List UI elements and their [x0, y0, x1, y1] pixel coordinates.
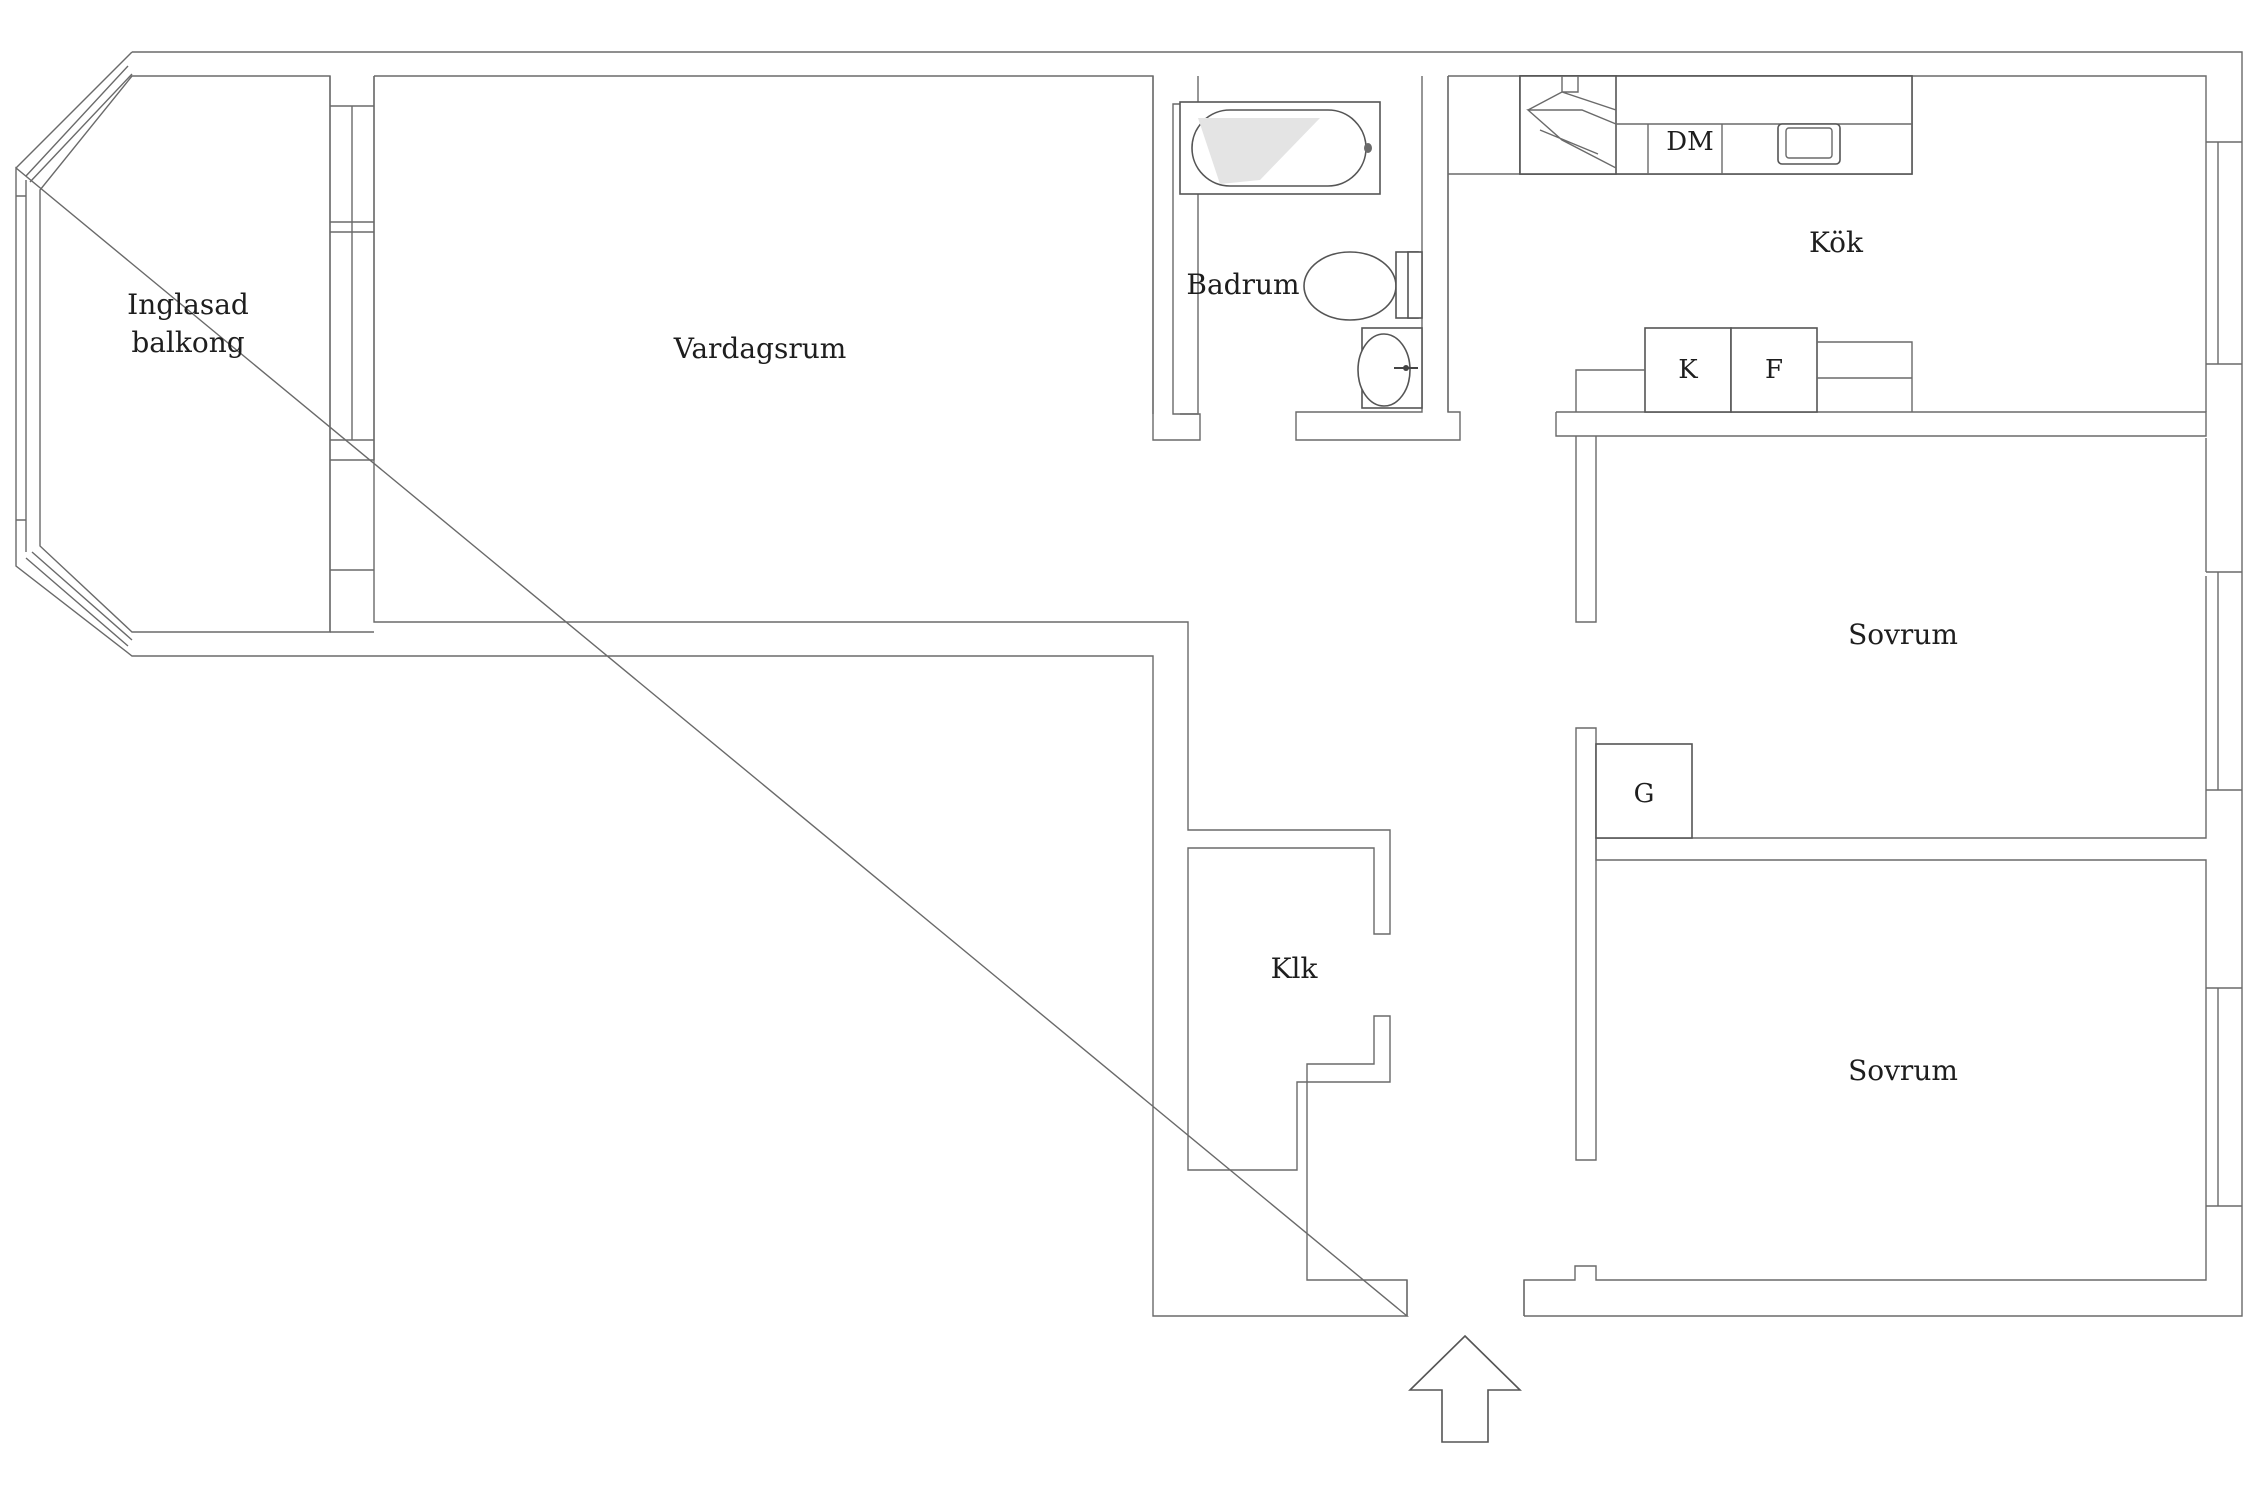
freezer-box	[1730, 327, 1818, 413]
balcony-label-line2: balkong	[131, 326, 244, 359]
outer-wall-outer	[15, 51, 2243, 1317]
closet-label: Klk	[1271, 952, 1319, 985]
sink-icon	[1357, 327, 1423, 409]
living-room-label: Vardagsrum	[673, 332, 847, 365]
kitchen-label: Kök	[1809, 226, 1864, 259]
balcony-label-line1: Inglasad	[127, 288, 249, 321]
freezer-label: F	[1765, 355, 1783, 385]
wardrobe-box	[1595, 743, 1693, 839]
bedroom-1-label: Sovrum	[1848, 618, 1958, 651]
entrance-arrow-icon	[1408, 1334, 1522, 1443]
counter-right	[1575, 341, 1913, 412]
bedroom-2-label: Sovrum	[1848, 1054, 1958, 1087]
wardrobe-label: G	[1634, 779, 1655, 809]
balcony-window-2	[25, 65, 133, 183]
outer-wall-inner	[1448, 75, 2207, 1316]
right-windows	[2206, 141, 2242, 1207]
toilet-icon	[1303, 251, 1423, 321]
stove-icon	[1526, 76, 1617, 170]
bedroom-partition-1	[1575, 436, 1597, 1161]
balcony-window-side	[16, 180, 27, 552]
living-bottom-wall	[373, 76, 1408, 1316]
bathtub-icon	[1179, 101, 1381, 195]
living-inner-wall	[374, 75, 1201, 441]
balcony-window-3	[25, 551, 133, 647]
kitchen-sink-icon	[1777, 123, 1841, 165]
fridge-label: K	[1678, 355, 1698, 385]
stove-cabinet	[1519, 75, 1617, 175]
balcony-partition	[329, 76, 375, 633]
bathroom-label: Badrum	[1186, 268, 1299, 301]
balcony-window-outer	[15, 51, 133, 169]
dishwasher-label: DM	[1666, 127, 1713, 157]
